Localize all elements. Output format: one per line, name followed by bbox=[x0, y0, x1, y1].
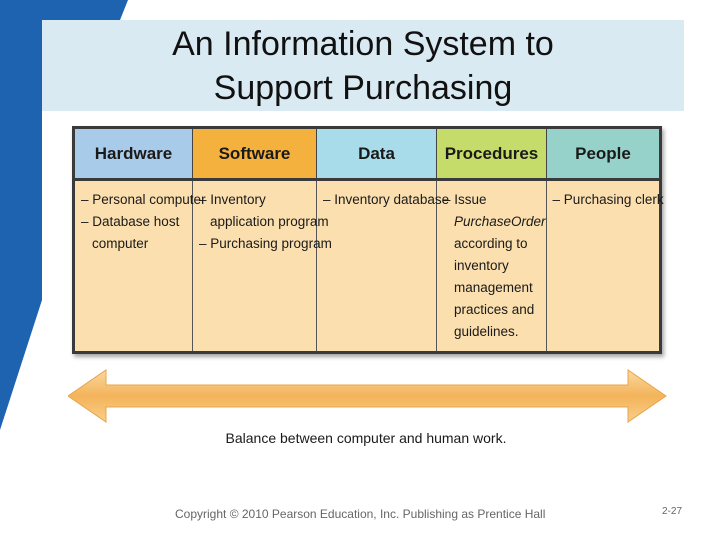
double-arrow-icon bbox=[68, 369, 667, 423]
software-item: application program bbox=[210, 214, 329, 229]
procedures-item: management bbox=[454, 280, 533, 295]
header-software: Software bbox=[193, 129, 317, 178]
data-item: – Inventory database bbox=[323, 192, 450, 207]
decorative-blue-band bbox=[0, 0, 128, 430]
hardware-item: computer bbox=[92, 236, 149, 251]
cell-procedures: – Issue PurchaseOrder according to inven… bbox=[437, 181, 547, 351]
header-data: Data bbox=[317, 129, 437, 178]
page-number: 2-27 bbox=[662, 506, 683, 517]
people-item: – Purchasing clerk bbox=[552, 192, 664, 207]
title-line-1: An Information System to bbox=[172, 25, 554, 63]
hardware-item: – Personal computer bbox=[81, 192, 206, 207]
cell-software: – Inventory application program – Purcha… bbox=[193, 181, 332, 351]
software-item: – Inventory bbox=[199, 192, 266, 207]
slide-title: An Information System to Support Purchas… bbox=[42, 22, 684, 110]
procedures-item: practices and bbox=[454, 302, 535, 317]
procedures-item: inventory bbox=[454, 258, 509, 273]
procedures-item: – Issue bbox=[443, 192, 487, 207]
cell-hardware: – Personal computer – Database host comp… bbox=[75, 181, 206, 351]
cell-data: – Inventory database bbox=[317, 181, 450, 351]
table-header-row: Hardware Software Data Procedures People bbox=[75, 129, 659, 181]
title-line-2: Support Purchasing bbox=[213, 69, 513, 107]
caption: Balance between computer and human work. bbox=[225, 430, 507, 446]
header-procedures: Procedures bbox=[437, 129, 547, 178]
five-component-table: Hardware Software Data Procedures People… bbox=[72, 126, 664, 354]
procedures-item: PurchaseOrder bbox=[454, 214, 546, 229]
hardware-item: – Database host bbox=[81, 214, 180, 229]
cell-people: – Purchasing clerk bbox=[547, 181, 664, 351]
header-people: People bbox=[547, 129, 659, 178]
copyright-footer: Copyright © 2010 Pearson Education, Inc.… bbox=[175, 507, 546, 521]
header-hardware: Hardware bbox=[75, 129, 193, 178]
software-item: – Purchasing program bbox=[199, 236, 332, 251]
procedures-item: according to bbox=[454, 236, 528, 251]
procedures-item: guidelines. bbox=[454, 324, 519, 339]
table-body-row: – Personal computer – Database host comp… bbox=[75, 181, 664, 351]
title-box bbox=[42, 20, 684, 111]
